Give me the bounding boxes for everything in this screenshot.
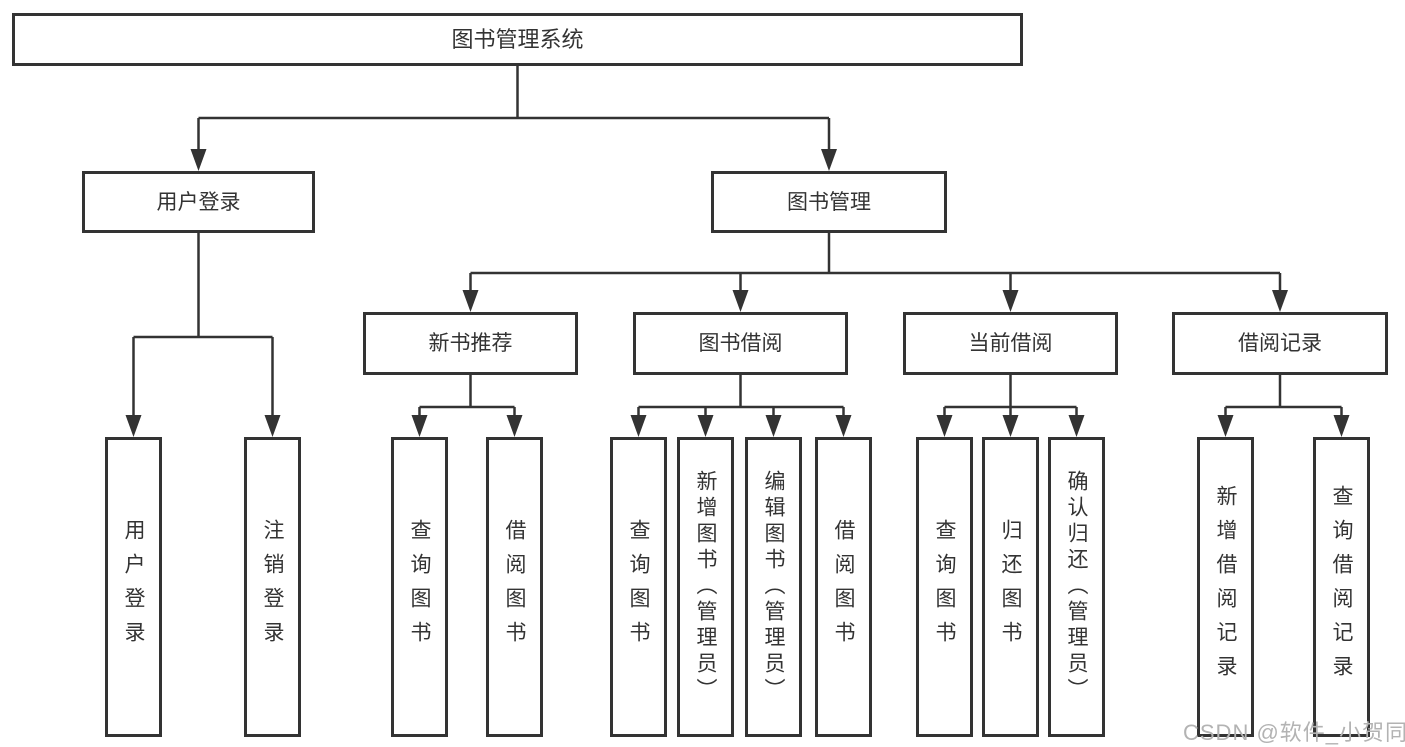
csdn-watermark: CSDN @软件_小贺同学: [1183, 720, 1405, 745]
arrowhead-icon: [462, 290, 479, 312]
arrowhead-icon: [506, 415, 523, 437]
connector-records-to-leaves: [1224, 375, 1343, 420]
arrowhead-icon: [732, 290, 749, 312]
node-book-borrowing: 图书借阅: [633, 312, 848, 375]
leaf-add-borrow-record: 新增借阅记录: [1197, 437, 1254, 737]
arrowhead-icon: [1333, 415, 1350, 437]
leaf-borrow-books-newbook: 借阅图书: [486, 437, 543, 737]
leaf-query-books-newbook: 查询图书: [391, 437, 448, 737]
arrowhead-icon: [1217, 415, 1234, 437]
arrowheads: [125, 149, 1350, 437]
node-current-borrowing: 当前借阅: [903, 312, 1118, 375]
leaf-return-books: 归还图书: [982, 437, 1039, 737]
arrowhead-icon: [630, 415, 647, 437]
leaf-query-books-borrow: 查询图书: [610, 437, 667, 737]
leaf-logout: 注销登录: [244, 437, 301, 737]
arrowhead-icon: [1068, 415, 1085, 437]
node-book-management: 图书管理: [711, 171, 947, 233]
arrowhead-icon: [1272, 290, 1288, 312]
leaf-borrow-books-borrow: 借阅图书: [815, 437, 872, 737]
leaf-query-books-current: 查询图书: [916, 437, 973, 737]
connector-user-login-to-leaves: [132, 233, 274, 420]
connector-new-book-to-leaves: [418, 375, 516, 420]
arrowhead-icon: [190, 149, 207, 171]
arrowhead-icon: [697, 415, 714, 437]
arrowhead-icon: [765, 415, 782, 437]
leaf-confirm-return-admin: 确认归还（管理员）: [1048, 437, 1105, 737]
arrowhead-icon: [1002, 290, 1019, 312]
connector-book-mgmt-to-modules: [469, 233, 1282, 294]
node-borrowing-records: 借阅记录: [1172, 312, 1388, 375]
arrowhead-icon: [264, 415, 281, 437]
leaf-user-login: 用户登录: [105, 437, 162, 737]
connector-root-to-branches: [197, 66, 831, 153]
arrowhead-icon: [411, 415, 428, 437]
arrowhead-icon: [125, 415, 142, 437]
node-new-book-recommendation: 新书推荐: [363, 312, 578, 375]
leaf-edit-books-admin: 编辑图书（管理员）: [745, 437, 802, 737]
arrowhead-icon: [1002, 415, 1019, 437]
arrowhead-icon: [936, 415, 953, 437]
connector-book-borrow-to-leaves: [637, 375, 845, 420]
arrowhead-icon: [821, 149, 837, 171]
node-user-login: 用户登录: [82, 171, 315, 233]
connector-current-borrow-to-leaves: [943, 375, 1078, 420]
arrowhead-icon: [835, 415, 852, 437]
leaf-query-borrow-record: 查询借阅记录: [1313, 437, 1370, 737]
node-library-management-system: 图书管理系统: [12, 13, 1023, 66]
leaf-add-books-admin: 新增图书（管理员）: [677, 437, 734, 737]
